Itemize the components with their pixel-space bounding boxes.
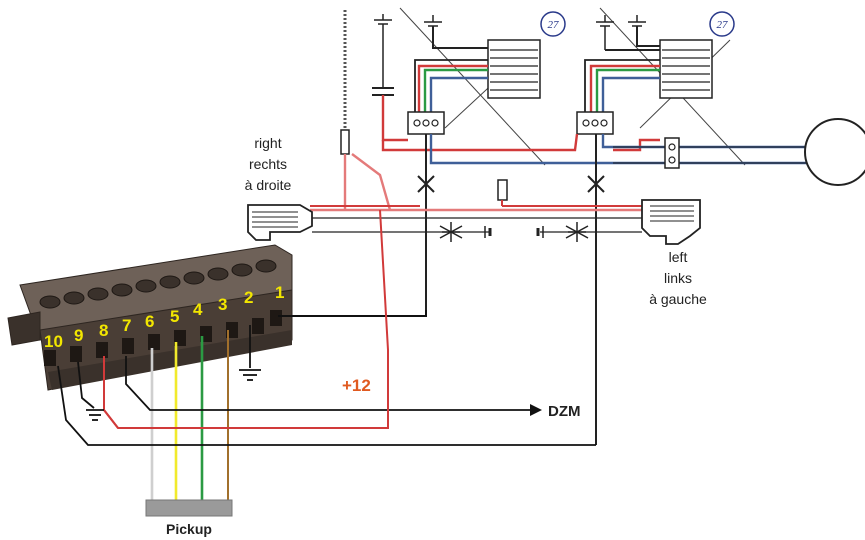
pin-label-6: 6	[145, 312, 154, 331]
ground-icon	[86, 409, 104, 421]
lower-wiring	[57, 209, 596, 500]
svg-text:à gauche: à gauche	[649, 291, 707, 307]
terminal-block-left	[407, 111, 445, 135]
ignition-coil-left	[487, 39, 541, 99]
screw-terminal-block	[7, 244, 293, 391]
pin-label-5: 5	[170, 307, 179, 326]
callout-badge-27-right: 27	[709, 11, 735, 37]
cross-mark-icon	[417, 175, 435, 193]
pin-label-10: 10	[44, 332, 63, 351]
pin-label-7: 7	[122, 316, 131, 335]
svg-text:Pickup: Pickup	[166, 521, 212, 537]
svg-text:à droite: à droite	[245, 177, 292, 193]
pin-numbers: 1 2 3 4 5 6 7 8 9 10	[44, 283, 284, 351]
pin-label-4: 4	[193, 300, 203, 319]
spark-icon	[439, 222, 463, 242]
ignition-coil-right	[659, 39, 713, 99]
ground-icon	[372, 14, 394, 96]
label-right: right rechts à droite	[245, 135, 292, 193]
terminal-block-right	[576, 111, 614, 135]
cross-mark-icon	[587, 175, 605, 193]
spark-gap-icon	[484, 226, 544, 238]
ground-icon	[628, 15, 646, 27]
spark-plug-connector-right	[247, 204, 313, 241]
svg-text:27: 27	[717, 19, 729, 31]
pin-label-1: 1	[275, 283, 284, 302]
plus12-label: +12	[342, 376, 371, 395]
callout-badge-27-left: 27	[540, 11, 566, 37]
spark-plug-connector-left	[641, 199, 701, 245]
svg-text:right: right	[254, 135, 281, 151]
svg-text:left: left	[669, 249, 688, 265]
label-left: left links à gauche	[649, 249, 707, 307]
pin-label-3: 3	[218, 295, 227, 314]
lamp-icon	[804, 118, 865, 186]
pickup-connector: Pickup	[145, 499, 233, 537]
ground-icon	[424, 15, 442, 27]
ignition-schematic: 27 27	[247, 7, 865, 445]
svg-text:links: links	[664, 270, 692, 286]
pin-label-8: 8	[99, 321, 108, 340]
ground-icon	[596, 15, 614, 50]
pin-label-2: 2	[244, 288, 253, 307]
dzm-label: DZM	[548, 403, 581, 420]
svg-text:rechts: rechts	[249, 156, 287, 172]
spark-icon	[565, 222, 589, 242]
svg-text:27: 27	[548, 19, 560, 31]
ground-icon	[239, 369, 261, 381]
pin-label-9: 9	[74, 326, 83, 345]
